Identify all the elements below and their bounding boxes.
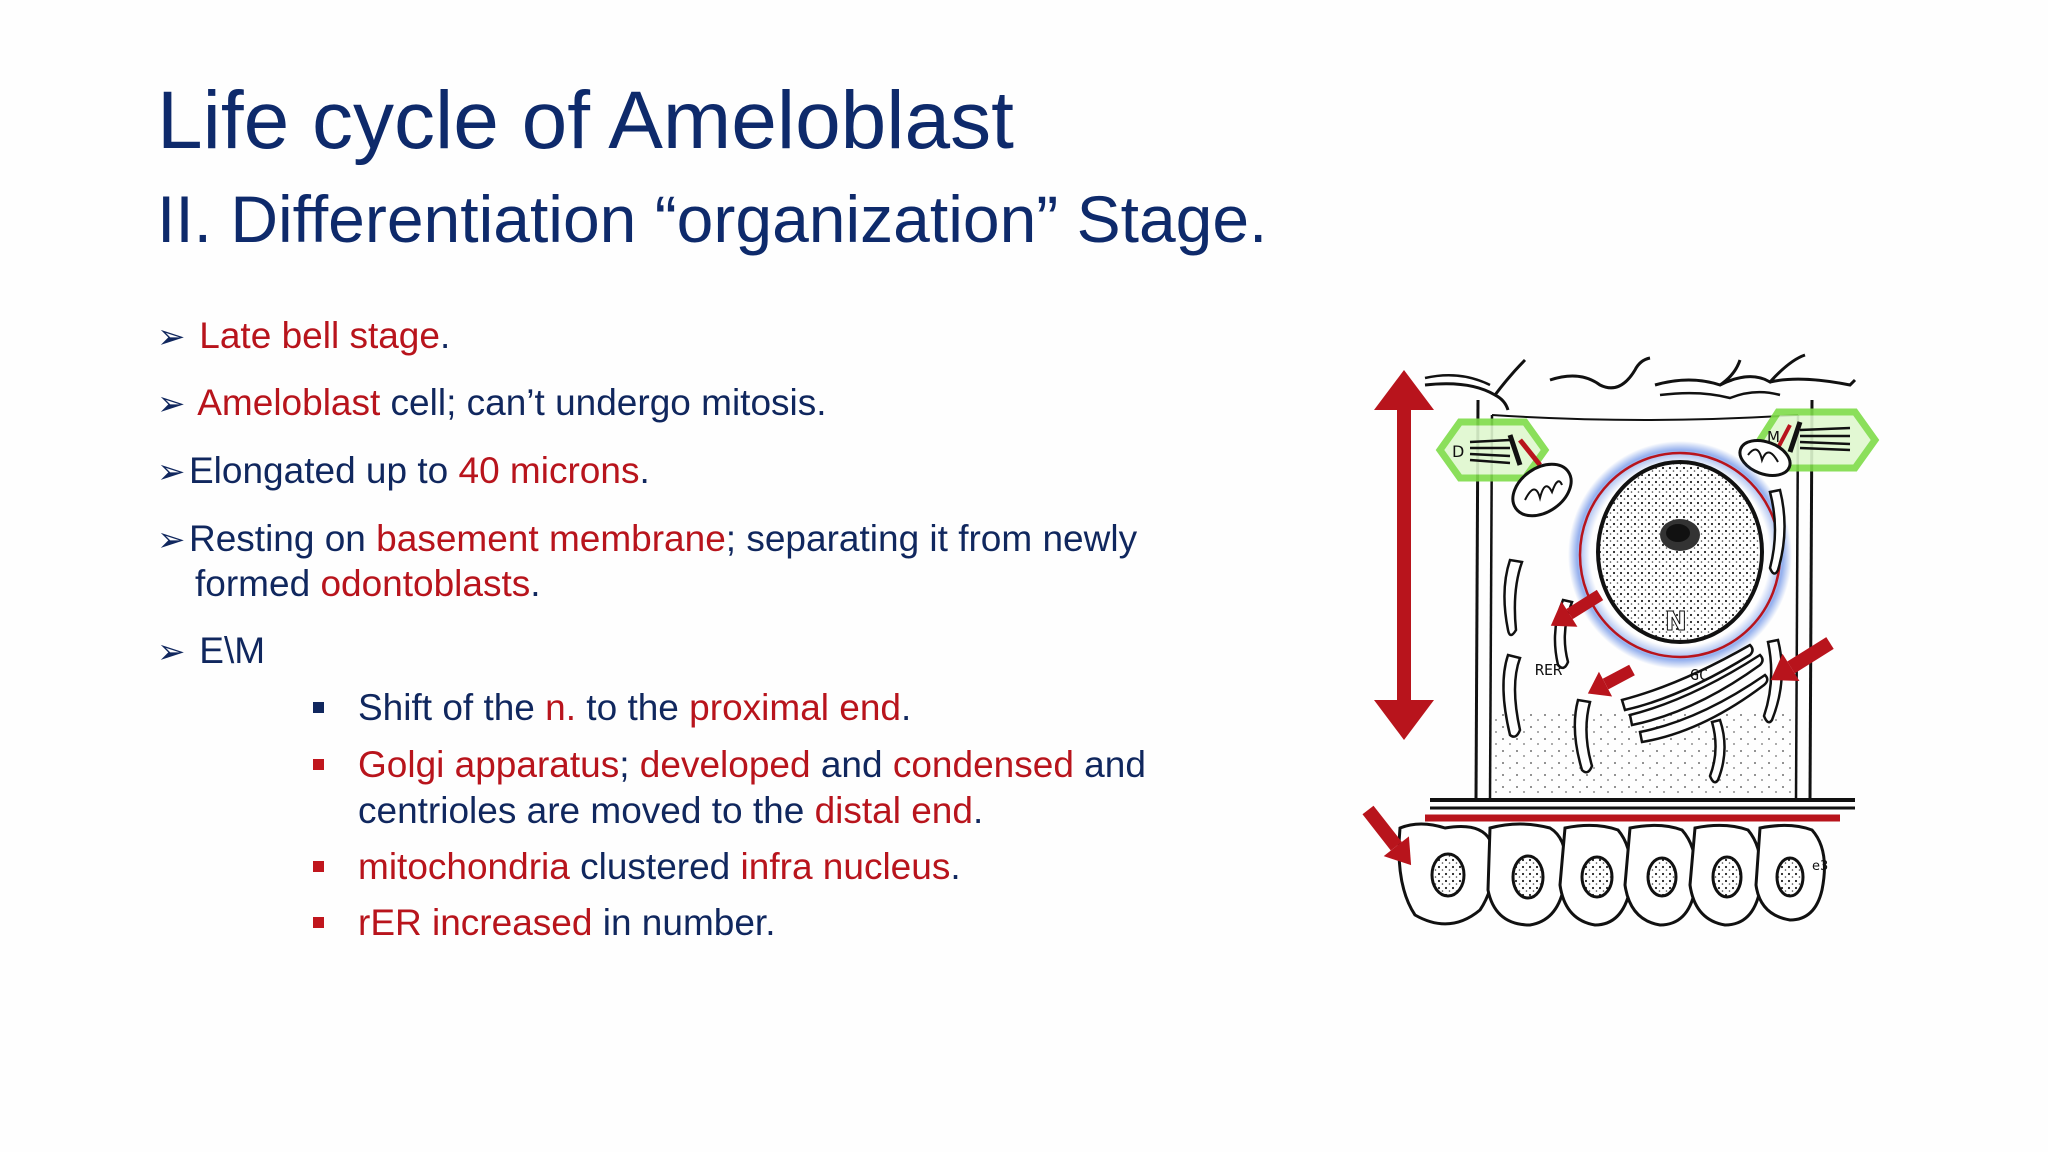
bullet-text: . [901, 687, 912, 728]
bullet-text-highlight: Ameloblast [197, 382, 381, 423]
bullet-text: and [810, 744, 893, 785]
square-bullet-icon [313, 861, 324, 872]
bullet-elongated: ➢Elongated up to 40 microns. [157, 448, 650, 495]
subbullet-golgi: Golgi apparatus; developed and condensed… [358, 742, 1146, 788]
arrow-bullet-icon: ➢ [157, 318, 186, 356]
bullet-text-highlight: n. [545, 687, 577, 728]
label-n: N [1665, 607, 1687, 637]
bullet-text: clustered [569, 846, 741, 887]
bullet-text: to the [576, 687, 690, 728]
subbullet-mitochondria: mitochondria clustered infra nucleus. [358, 844, 961, 890]
bullet-text-highlight: proximal end [689, 687, 902, 728]
bullet-resting-on-membrane-line2: formed odontoblasts. [195, 561, 541, 607]
bullet-text: centrioles are moved to the [358, 790, 815, 831]
double-arrow-icon [1374, 370, 1434, 740]
label-d: D [1452, 442, 1464, 461]
slide-subtitle: II. Differentiation “organization” Stage… [157, 182, 1268, 256]
pointer-arrow-icon [1362, 589, 1834, 866]
bullet-text: ; separating it from newly [725, 518, 1138, 559]
bullet-text: and [1073, 744, 1146, 785]
bullet-text-highlight: mitochondria [358, 846, 570, 887]
golgi-complex [1620, 643, 1769, 744]
arrow-bullet-icon: ➢ [157, 453, 186, 491]
bullet-text-highlight: Golgi apparatus [358, 744, 620, 785]
bullet-text-highlight: Late bell stage [199, 315, 440, 356]
bullet-text: Shift of the [358, 687, 546, 728]
bullet-text: . [972, 790, 984, 831]
bullet-ameloblast-cell: ➢ Ameloblast cell; can’t undergo mitosis… [157, 380, 827, 427]
arrow-bullet-icon: ➢ [157, 521, 186, 559]
bullet-text: . [639, 450, 650, 491]
bullet-text: . [530, 563, 541, 604]
bullet-text: . [439, 315, 451, 356]
bullet-text-highlight: distal end [814, 790, 973, 831]
label-rer: RER [1535, 661, 1563, 679]
slide-title: Life cycle of Ameloblast [157, 75, 1014, 166]
bullet-text: cell; can’t undergo mitosis. [380, 382, 827, 423]
label-gc: GC [1690, 666, 1708, 684]
bullet-text-highlight: 40 microns [458, 450, 640, 491]
ameloblast-diagram: D M N [1362, 353, 1880, 927]
bullet-text: formed [195, 563, 321, 604]
bullet-text-highlight: condensed [892, 744, 1074, 785]
bullet-text: E\M [199, 630, 266, 671]
arrow-bullet-icon: ➢ [157, 633, 186, 671]
bullet-text: in number. [592, 902, 776, 943]
bullet-text-highlight: infra nucleus [740, 846, 951, 887]
bullet-text-highlight: rER increased [358, 902, 593, 943]
subbullet-golgi-line2: centrioles are moved to the distal end. [358, 788, 983, 834]
bullet-em: ➢ E\M [157, 628, 265, 675]
bullet-text: . [950, 846, 961, 887]
label-e3: e3 [1812, 859, 1828, 874]
bullet-late-bell-stage: ➢ Late bell stage. [157, 313, 450, 360]
bullet-resting-on-membrane: ➢Resting on basement membrane; separatin… [157, 516, 1137, 563]
desmosome-left: D [1435, 418, 1550, 482]
mitochondrion-right [1738, 439, 1792, 477]
square-bullet-icon [313, 917, 324, 928]
bullet-text: Elongated up to [189, 450, 459, 491]
cell-boundary [1424, 358, 1527, 411]
bullet-text: Resting on [189, 518, 377, 559]
mitochondrion-left [1511, 462, 1573, 518]
bullet-text: ; [619, 744, 640, 785]
subbullet-rer: rER increased in number. [358, 900, 776, 946]
square-bullet-icon [313, 702, 324, 713]
bullet-text-highlight: developed [639, 744, 811, 785]
rough-er [1502, 488, 1786, 784]
bullet-text-highlight: basement membrane [376, 518, 726, 559]
desmosome-right: M [1755, 408, 1880, 472]
square-bullet-icon [313, 759, 324, 770]
subbullet-nucleus-shift: Shift of the n. to the proximal end. [358, 685, 911, 731]
arrow-bullet-icon: ➢ [157, 385, 186, 423]
nucleus: N [1568, 441, 1792, 669]
bullet-text-highlight: odontoblasts [320, 563, 531, 604]
odontoblast-nuclei [1430, 852, 1805, 900]
